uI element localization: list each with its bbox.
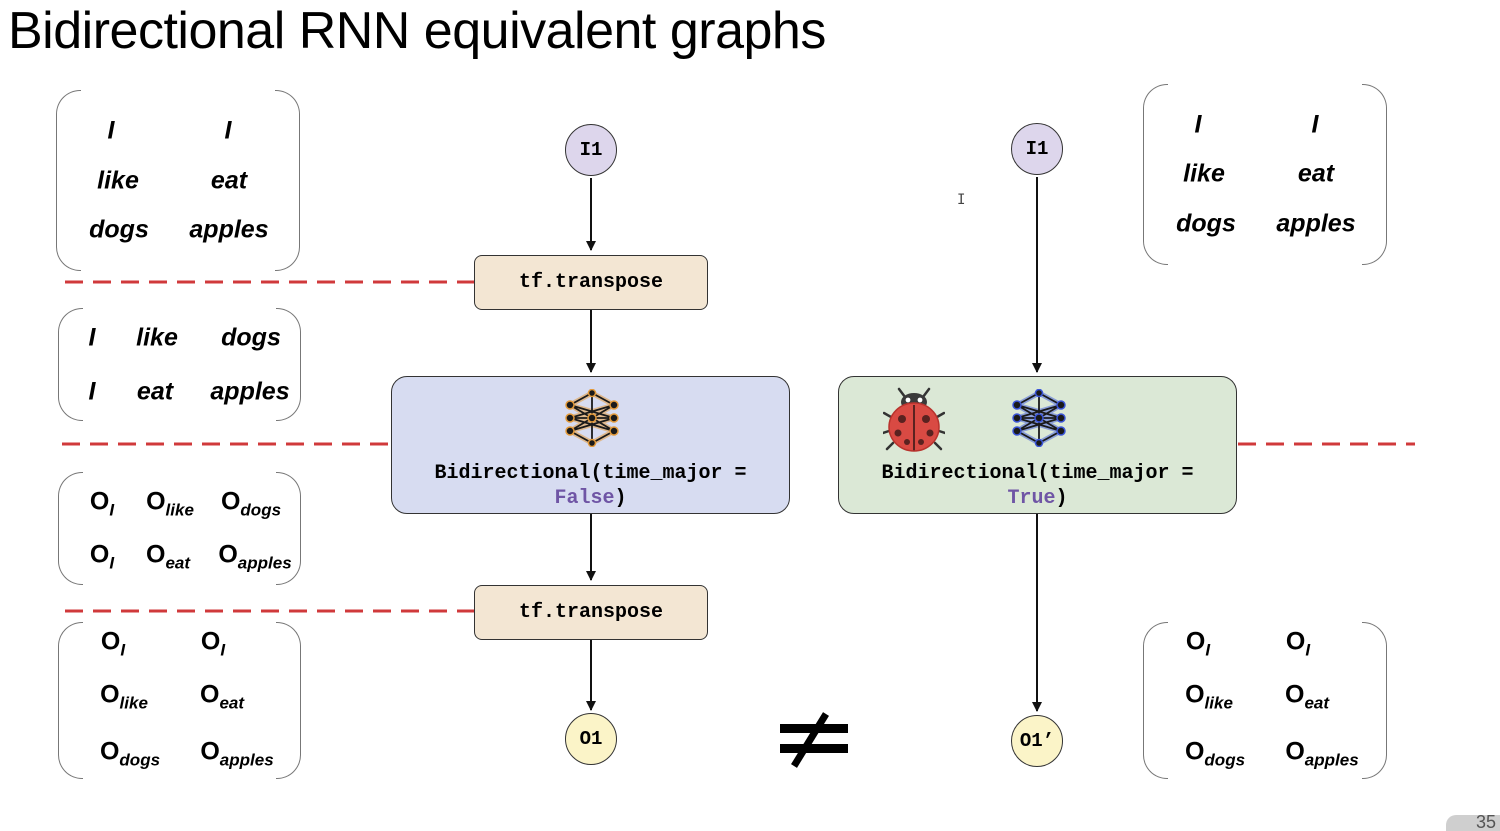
matrix-cell: OI [1185,627,1211,660]
matrix-cell: dogs [89,215,149,244]
matrix-cell: eat [136,377,174,406]
ladybug-bug-icon [883,387,945,452]
matrix-cell: Oeat [1284,680,1330,713]
matrix-cell: I [224,116,232,145]
matrix-cell: Oapples [1285,737,1359,770]
neural-network-icon [565,389,619,447]
neural-network-icon [1012,389,1066,447]
matrix-cell: OI [200,627,226,660]
layer-code-left: Bidirectional(time_major = False) [392,461,789,511]
input-node-left: I1 [565,124,617,176]
matrix-cell: apples [189,215,269,244]
input-node-right: I1 [1011,123,1063,175]
layer-call-text: Bidirectional(time_major = [434,462,747,485]
matrix-cell: I [107,116,115,145]
matrix-cell: I [1311,110,1319,139]
matrix-cell: Oeat [199,680,245,713]
layer-call-text: Bidirectional(time_major = [881,462,1194,485]
matrix-cell: eat [210,166,248,195]
matrix-cell: eat [1297,159,1335,188]
time-major-value: False [554,487,615,510]
matrix-cell: dogs [221,323,281,352]
matrix-cell: Oapples [218,540,292,573]
matrix-cell: Odogs [220,487,282,520]
output-matrix-batch-major-left: OI OI Olike Oeat Odogs Oapples [58,622,301,779]
output-matrix-right: OI OI Olike Oeat Odogs Oapples [1143,622,1387,779]
layer-close-paren: ) [1055,487,1068,510]
matrix-cell: dogs [1176,209,1236,238]
matrix-cell: OI [1285,627,1311,660]
matrix-cell: apples [1276,209,1356,238]
matrix-cell: Olike [146,487,194,520]
matrix-cell: OI [89,487,115,520]
output-matrix-time-major: OI Olike Odogs OI Oeat Oapples [58,472,301,585]
input-matrix-time-major: I like dogs I eat apples [58,308,301,421]
transpose-op-bottom: tf.transpose [474,585,708,640]
input-matrix-right: I I like eat dogs apples [1143,84,1387,265]
input-matrix-batch-major: I I like eat dogs apples [56,90,300,271]
matrix-cell: like [97,166,139,195]
slide-title: Bidirectional RNN equivalent graphs [8,2,826,60]
matrix-cell: like [1183,159,1225,188]
matrix-cell: Odogs [99,737,161,770]
matrix-cell: like [136,323,178,352]
time-major-value: True [1007,487,1056,510]
matrix-cell: I [88,323,96,352]
matrix-cell: OI [100,627,126,660]
layer-close-paren: ) [614,487,627,510]
matrix-cell: Oeat [145,540,191,573]
matrix-cell: Odogs [1184,737,1246,770]
layer-code-right: Bidirectional(time_major = True) [839,461,1236,511]
output-node-right: O1’ [1011,715,1063,767]
matrix-cell: apples [210,377,290,406]
matrix-cell: I [1194,110,1202,139]
bidirectional-layer-left: Bidirectional(time_major = False) [391,376,790,514]
matrix-cell: Oapples [200,737,274,770]
matrix-cell: OI [89,540,115,573]
page-number: 35 [1446,815,1500,831]
matrix-cell: I [88,377,96,406]
text-cursor-icon: I [957,192,966,208]
transpose-op-top: tf.transpose [474,255,708,310]
not-equal-icon [780,712,848,768]
bidirectional-layer-right: Bidirectional(time_major = True) [838,376,1237,514]
matrix-cell: Olike [1185,680,1233,713]
output-node-left: O1 [565,713,617,765]
matrix-cell: Olike [100,680,148,713]
